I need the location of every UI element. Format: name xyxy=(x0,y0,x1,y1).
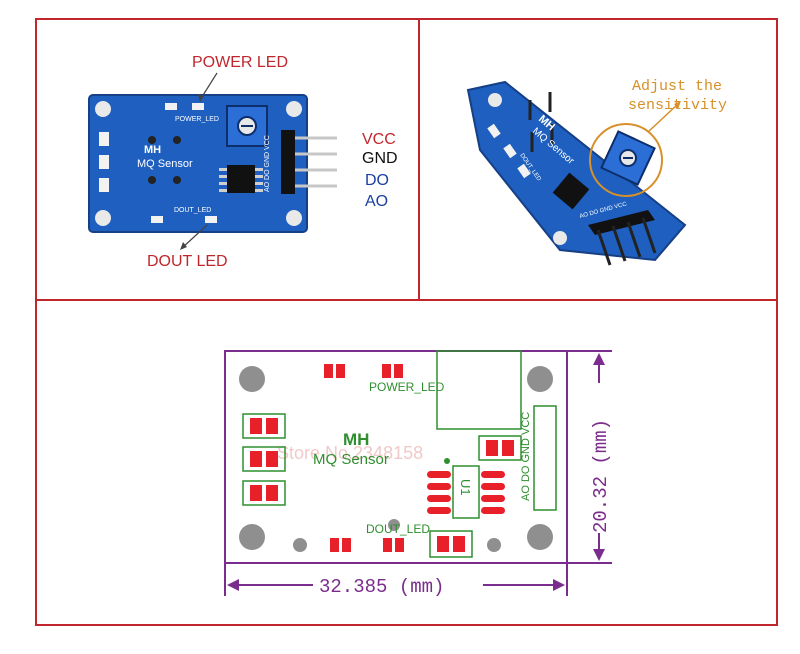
board-outline xyxy=(224,350,568,564)
callout-line-1: Adjust the xyxy=(632,78,722,95)
pin-header xyxy=(281,130,295,194)
ic-u1-footprint xyxy=(452,465,480,519)
mq-sensor-silk: MQ Sensor xyxy=(313,451,389,468)
sensitivity-arrow xyxy=(647,103,679,133)
mount-hole xyxy=(95,210,111,226)
callout-line-2: sensitivity xyxy=(628,97,727,114)
ic-u1-pads xyxy=(427,471,505,514)
pin-labels-silk: AO DO GND VCC xyxy=(520,412,532,501)
dimension-drawing: Store No.2348158 POWER_LED MH MQ Sensor xyxy=(224,350,612,598)
mount-hole xyxy=(239,366,265,392)
ic-u1-label: U1 xyxy=(458,479,473,496)
top-led-pads xyxy=(324,364,403,378)
mount-hole xyxy=(527,366,553,392)
pin-label-ao: AO xyxy=(365,193,388,210)
watermark: Store No.2348158 xyxy=(277,443,423,463)
board-pins-label: AO DO GND VCC xyxy=(264,135,271,192)
sensitivity-highlight xyxy=(589,123,663,197)
smd-part xyxy=(151,216,163,223)
width-dimension-label: 32.385 (mm) xyxy=(319,576,444,598)
dout-led-arrow xyxy=(181,224,208,249)
angled-photo: MH MQ Sensor POWER_LED DOUT_LED Adjust t… xyxy=(466,78,727,266)
small-hole xyxy=(487,538,501,552)
power-led-silk: POWER_LED xyxy=(369,380,445,394)
power-led-callout: POWER LED xyxy=(192,54,288,71)
mount-hole xyxy=(286,101,302,117)
small-hole xyxy=(293,538,307,552)
bottom-pads xyxy=(330,538,404,552)
left-pad-groups xyxy=(242,413,286,506)
front-photo-panel: MH MQ Sensor POWER_LED DOUT_LED AO DO GN… xyxy=(35,18,421,301)
pin-header xyxy=(588,210,655,235)
board-mh-label: MH xyxy=(144,144,161,156)
smd-part xyxy=(99,132,109,146)
smd-part xyxy=(99,155,109,169)
angled-photo-panel: MH MQ Sensor POWER_LED DOUT_LED Adjust t… xyxy=(418,18,778,301)
mount-hole xyxy=(488,93,502,107)
mount-hole xyxy=(527,524,553,550)
ic-chip xyxy=(552,172,590,210)
dout-led-part xyxy=(205,216,217,223)
dimension-drawing-panel: Store No.2348158 POWER_LED MH MQ Sensor xyxy=(35,299,778,626)
dout-led-silk: DOUT_LED xyxy=(366,522,430,536)
pin-header-footprint xyxy=(533,405,557,511)
mount-hole xyxy=(553,231,567,245)
pin-label-do: DO xyxy=(365,172,389,189)
pin-label-vcc: VCC xyxy=(362,131,396,148)
mh-silk: MH xyxy=(343,430,369,449)
power-led-part xyxy=(192,103,204,110)
small-hole xyxy=(388,519,400,531)
mount-hole xyxy=(95,101,111,117)
mount-hole xyxy=(239,524,265,550)
board-power-led-label: POWER_LED xyxy=(175,116,219,123)
height-dimension-label: 20.32 (mm) xyxy=(590,419,612,533)
board-mq-label: MQ Sensor xyxy=(137,158,193,170)
front-photo: MH MQ Sensor POWER_LED DOUT_LED AO DO GN… xyxy=(88,54,398,270)
mount-hole xyxy=(286,210,302,226)
smd-part xyxy=(165,103,177,110)
smd-part xyxy=(99,178,109,192)
ic-chip xyxy=(227,165,255,193)
pin-label-gnd: GND xyxy=(362,150,398,167)
board-dout-led-label: DOUT_LED xyxy=(174,207,211,214)
power-led-arrow xyxy=(199,72,218,101)
potentiometer-footprint xyxy=(436,350,522,430)
dout-led-callout: DOUT LED xyxy=(147,253,228,270)
